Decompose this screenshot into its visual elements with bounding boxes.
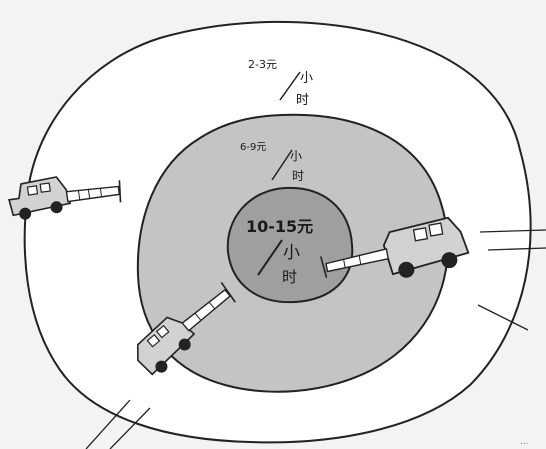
middle-zone-price: 6-9元	[240, 142, 266, 153]
tow-truck-left	[8, 176, 122, 220]
inner-zone-unit-bottom: 时	[282, 268, 297, 286]
middle-zone-unit-bottom: 时	[292, 169, 304, 183]
inner-zone-unit-top: 小	[283, 243, 300, 263]
inner-zone-price: 10-15元	[246, 217, 313, 236]
outer-zone-price-label: 2-3元 小 时	[248, 58, 313, 108]
outer-zone-unit-bottom: 时	[296, 93, 309, 108]
outer-zone-price: 2-3元	[248, 58, 277, 71]
corner-mark: ...	[520, 437, 529, 447]
outer-zone-unit-top: 小	[300, 71, 313, 86]
middle-zone-unit-top: 小	[290, 149, 302, 163]
tow-truck-bottom	[137, 281, 236, 376]
road-lines	[85, 229, 546, 449]
tow-truck-right	[319, 216, 470, 278]
inner-zone-price-label: 10-15元 小 时	[246, 217, 313, 286]
middle-zone-price-label: 6-9元 小 时	[240, 142, 304, 183]
